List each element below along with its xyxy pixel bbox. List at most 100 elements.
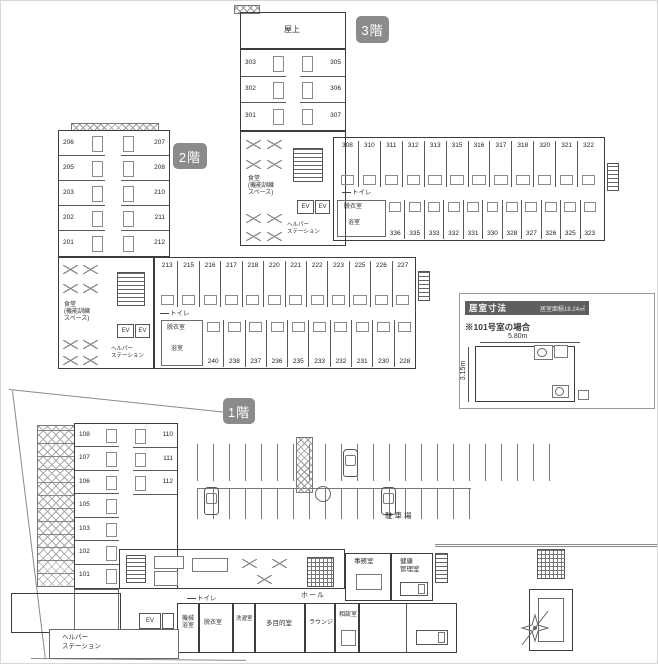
- room-cell: 213: [157, 261, 179, 307]
- dining-table-icon: [83, 265, 98, 274]
- f3-stairs-icon: [293, 148, 323, 182]
- room-cell: 210: [121, 181, 169, 206]
- room-cell: 306: [300, 77, 345, 104]
- room-cell: 330: [483, 200, 503, 239]
- room-cell: 101: [75, 565, 119, 587]
- dimension-height-value: 3.15m: [460, 360, 468, 381]
- room-cell: 228: [395, 320, 415, 367]
- f3-common-area: 食堂 (機能訓練 スペース) EV EV ヘルパー ステーション: [240, 131, 346, 246]
- dining-table-icon: [83, 284, 98, 293]
- entrance-inner: [538, 598, 564, 642]
- f1-lounge-room: ラウンジ: [305, 603, 335, 653]
- f1-helper-station-room: [11, 593, 121, 633]
- dining-table-icon: [246, 232, 261, 241]
- room-cell: 227: [393, 261, 413, 307]
- f1-office-room: 事務室: [345, 553, 391, 601]
- inset-header: 居室寸法 居室面積18.24㎡: [465, 301, 589, 315]
- f1-helper-station-labelbox: ヘルパー ステーション: [49, 629, 179, 659]
- parking-label: 駐車場: [385, 511, 414, 520]
- kitchen-counter: [154, 571, 178, 586]
- leader-line: [160, 312, 169, 314]
- room-cell: 322: [578, 141, 599, 187]
- room-cell: 240: [203, 320, 225, 367]
- inset-area-label: 居室面積18.24㎡: [539, 306, 585, 313]
- room-cell: 325: [561, 200, 581, 239]
- floor2-chip: 2階: [173, 143, 207, 169]
- room-cell: 230: [373, 320, 395, 367]
- room-cell: 312: [403, 141, 425, 187]
- f1-toilet-label: トイレ: [187, 595, 217, 603]
- car-icon: [343, 449, 358, 477]
- f1-carport-hatch: [37, 425, 75, 587]
- room-cell: 220: [264, 261, 286, 307]
- f1-elevator: EV: [139, 613, 161, 629]
- room-cell: 302: [241, 77, 286, 104]
- dining-table-icon: [257, 575, 272, 584]
- room-cell: 217: [221, 261, 243, 307]
- dining-table-icon: [63, 284, 78, 293]
- room-cell: 238: [224, 320, 246, 367]
- f1-consult-room: 相談室: [335, 603, 359, 653]
- dining-table-icon: [242, 559, 257, 568]
- f3-roof-hatch: [234, 5, 260, 14]
- f1-multipurpose-room: 多目的室: [255, 603, 305, 653]
- f1-kitchen-dining-block: [119, 549, 345, 589]
- room-cell: 112: [133, 471, 177, 494]
- inset-note: ※101号室の場合: [465, 322, 531, 332]
- room-cell: 323: [581, 200, 599, 239]
- inset-room-outline: [475, 345, 575, 402]
- f3-roof-terrace: 屋上: [240, 12, 346, 49]
- f3-elevator-2: EV: [315, 200, 330, 214]
- f2-elevator-2: EV: [135, 324, 150, 338]
- room-cell: 233: [309, 320, 331, 367]
- room-cell: 106: [75, 471, 119, 495]
- dining-table-icon: [267, 232, 282, 241]
- room-cell: 105: [75, 494, 119, 518]
- f2-helper-station-label: ヘルパー ステーション: [111, 346, 144, 359]
- room-cell: 202: [59, 206, 105, 231]
- dimension-line-height: [468, 347, 469, 402]
- entrance-porch: [529, 589, 573, 651]
- room-cell: 231: [352, 320, 374, 367]
- room-cell: 326: [542, 200, 562, 239]
- dining-table-icon: [63, 265, 78, 274]
- f2-toilet-label: トイレ: [160, 310, 190, 318]
- room-cell: 110: [133, 424, 177, 448]
- washbasin-bowl: [537, 348, 547, 357]
- f2-elevator: EV: [117, 324, 134, 338]
- site-boundary-top: [8, 389, 236, 414]
- f1-laundry-room: 洗濯室: [233, 603, 255, 653]
- room-cell: 206: [59, 131, 105, 156]
- f3-roof-label: 屋上: [284, 25, 300, 34]
- f1-exterior-stairs-icon: [435, 553, 448, 583]
- compass-icon: [520, 610, 550, 646]
- room-cell: 108: [75, 424, 119, 448]
- f1-health-room: 健康 管理室: [391, 553, 433, 601]
- room-cell: 310: [359, 141, 381, 187]
- dimension-width-value: 5.80m: [508, 333, 528, 340]
- room-cell: 336: [386, 200, 406, 239]
- site-boundary-right: [435, 544, 657, 551]
- room-cell: 332: [444, 200, 464, 239]
- room-cell: 207: [121, 131, 169, 156]
- room-cell: 221: [286, 261, 307, 307]
- dining-table-icon: [63, 356, 78, 365]
- room-cell: 235: [288, 320, 310, 367]
- room-cell: 308: [337, 141, 359, 187]
- room-cell: 317: [490, 141, 513, 187]
- car-icon: [204, 487, 219, 515]
- f1-canopy-hatch: [296, 437, 313, 493]
- leader-line: [342, 191, 351, 193]
- room-cell: 307: [300, 103, 345, 129]
- dining-table-icon: [267, 140, 282, 149]
- room-divider: [406, 604, 407, 652]
- room-cell: 320: [534, 141, 557, 187]
